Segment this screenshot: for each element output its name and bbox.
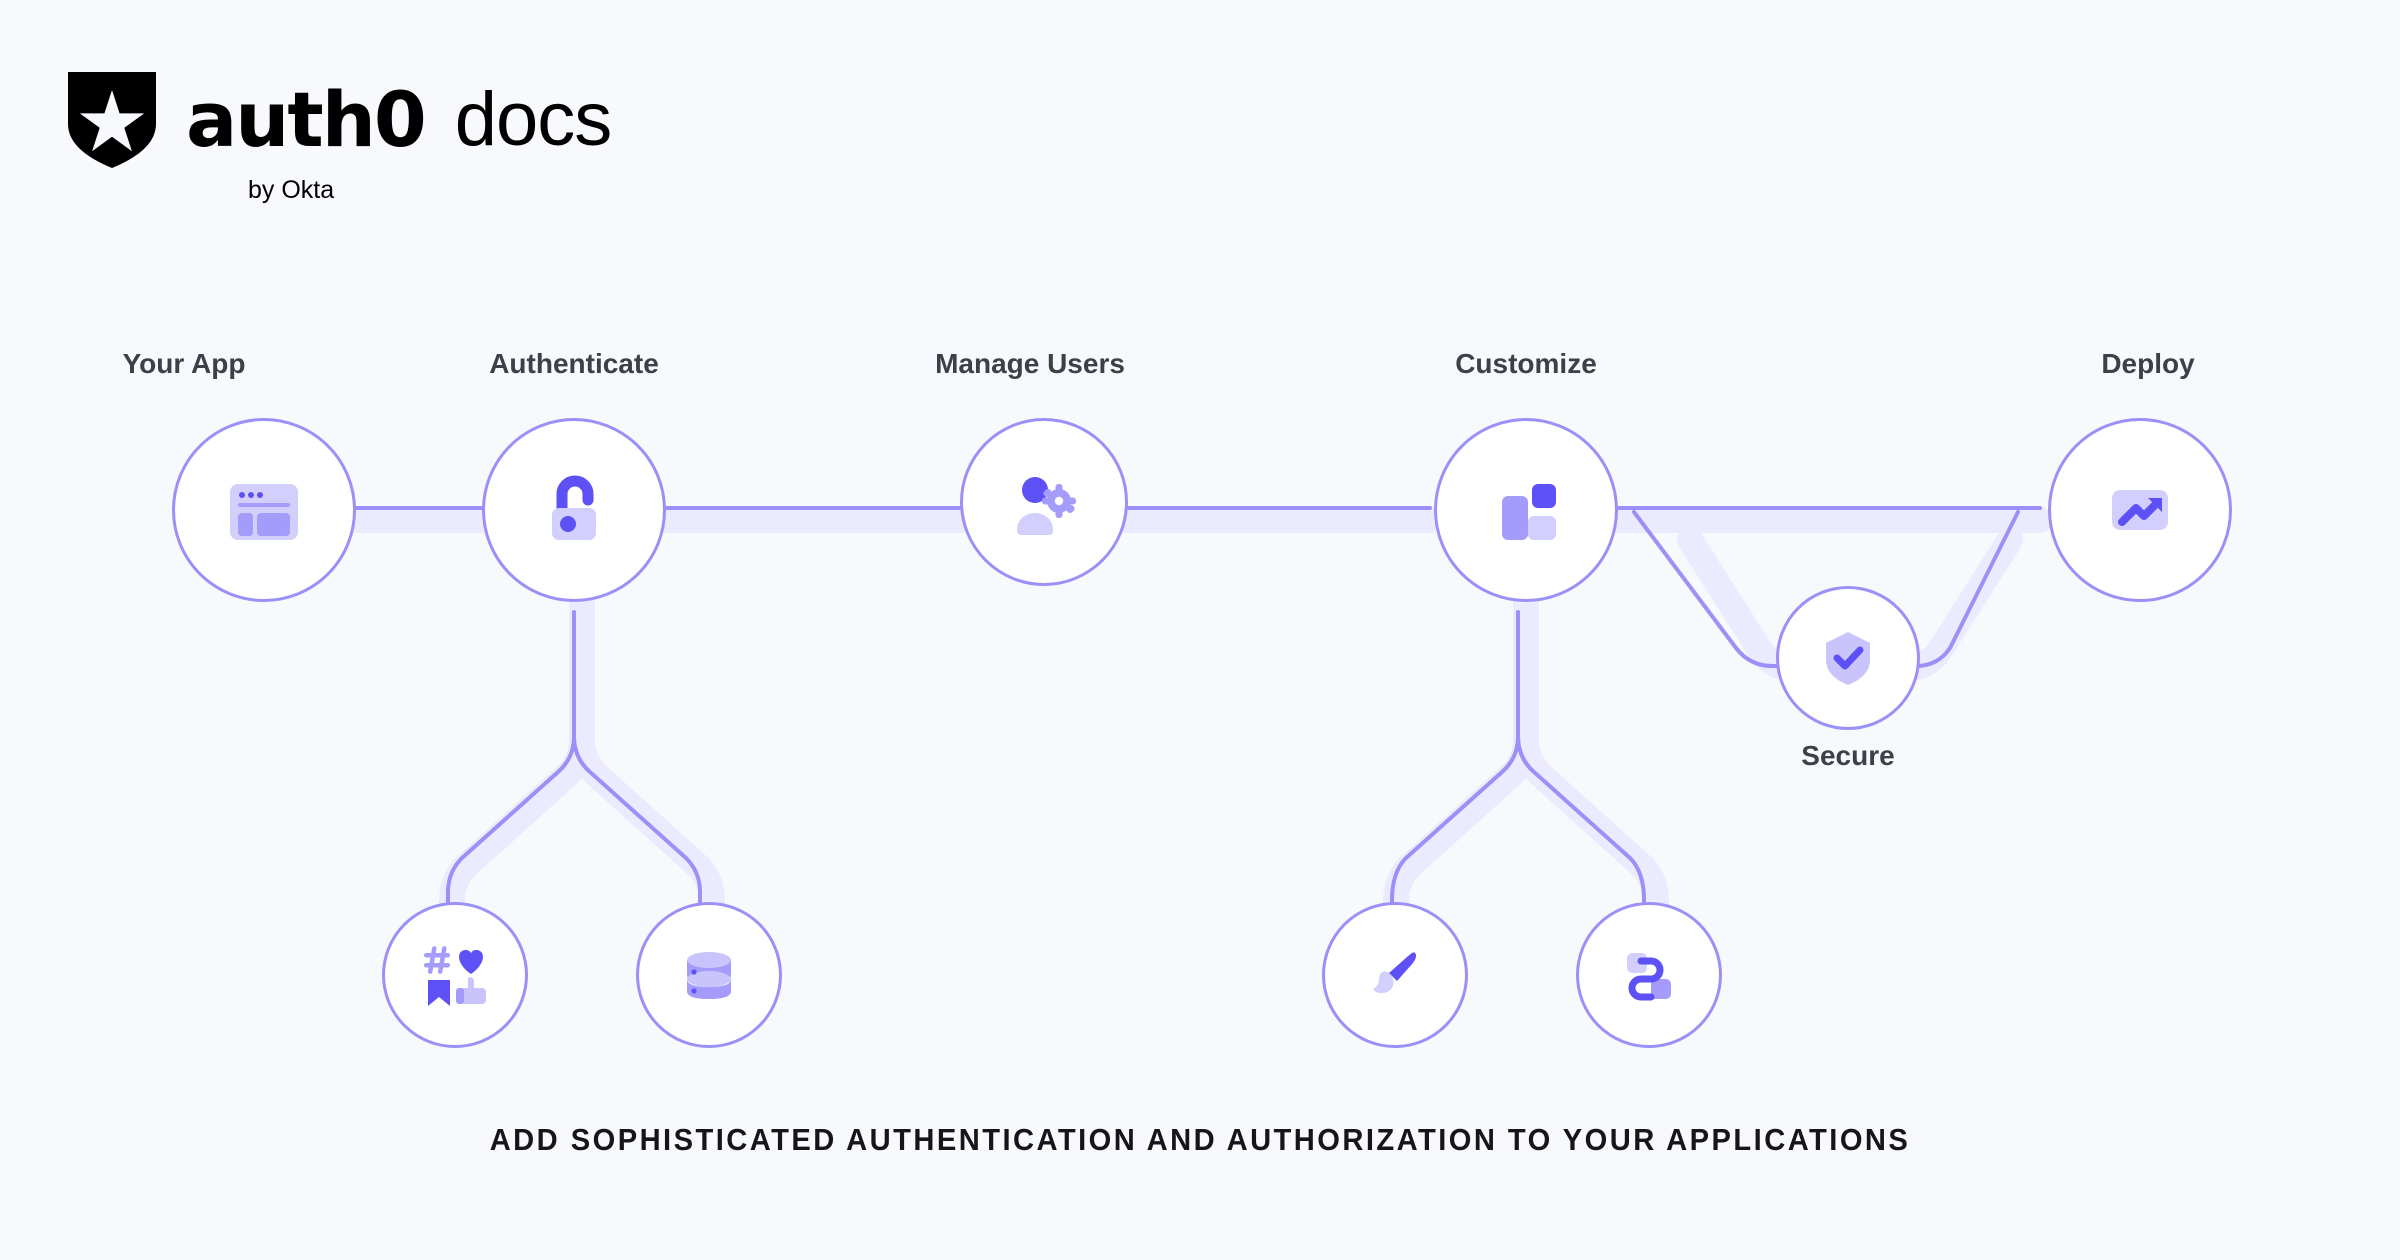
node-label-customize: Customize <box>1455 348 1597 379</box>
wire-shadow-layer <box>339 507 2053 953</box>
node-your-app[interactable] <box>172 418 356 602</box>
social-icons <box>424 946 486 1006</box>
user-gear-icon <box>1017 477 1076 535</box>
brand-row: auth0 docs <box>68 72 613 168</box>
page-caption: ADD SOPHISTICATED AUTHENTICATION AND AUT… <box>489 1122 1911 1157</box>
node-social[interactable] <box>382 902 528 1048</box>
brand-wordmark: auth0 <box>186 75 427 164</box>
layout-blocks-icon <box>1502 484 1556 540</box>
node-authenticate[interactable] <box>482 418 666 602</box>
brand-product-name: docs <box>454 77 613 162</box>
node-label-secure: Secure <box>1801 740 1895 771</box>
heart-icon <box>459 950 483 974</box>
node-flows[interactable] <box>1576 902 1722 1048</box>
database-icon <box>687 952 731 999</box>
node-label-authenticate: Authenticate <box>489 348 659 379</box>
node-deploy[interactable] <box>2048 418 2232 602</box>
node-database[interactable] <box>636 902 782 1048</box>
hashtag-icon <box>424 946 450 974</box>
shield-check-icon <box>1826 632 1870 685</box>
open-padlock-icon <box>552 475 596 540</box>
node-label-your-app: Your App <box>122 348 246 379</box>
node-secure[interactable] <box>1776 586 1920 730</box>
browser-window-icon <box>230 484 298 540</box>
bookmark-icon <box>428 980 450 1006</box>
flow-connector-icon <box>1627 953 1671 1001</box>
wire-stroke-layer <box>350 506 2042 934</box>
trending-up-icon <box>2112 490 2168 530</box>
paintbrush-icon <box>1373 952 1417 994</box>
auth0-shield-star-logo-icon <box>68 72 156 168</box>
brand-subtitle: by Okta <box>248 176 335 204</box>
node-manage-users[interactable] <box>960 418 1128 586</box>
node-label-deploy: Deploy <box>2101 348 2195 379</box>
thumbs-up-icon <box>456 977 486 1004</box>
node-customize[interactable] <box>1434 418 1618 602</box>
node-branding[interactable] <box>1322 902 1468 1048</box>
node-label-manage-users: Manage Users <box>935 348 1125 379</box>
brand-header: auth0 docs by Okta <box>68 72 613 205</box>
